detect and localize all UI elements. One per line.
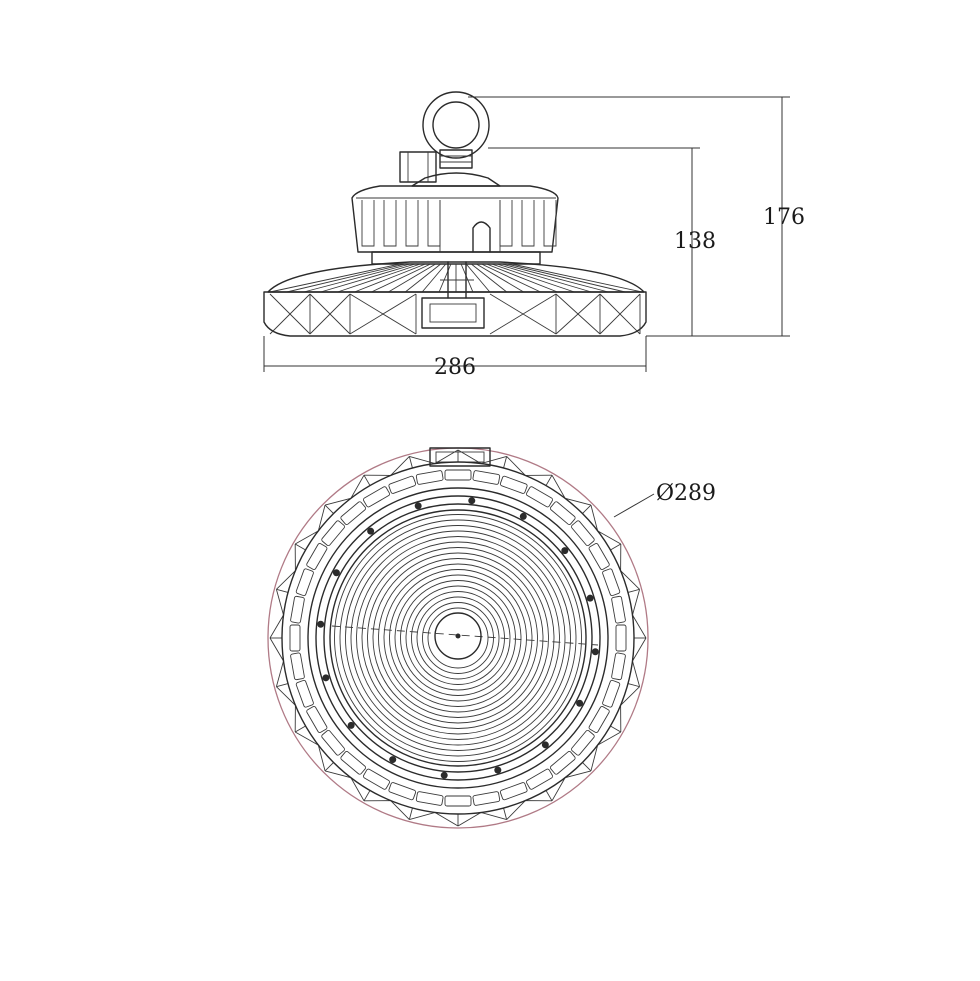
dimension-total-height: 176: [468, 96, 805, 337]
driver-housing: [351, 185, 559, 265]
cable-gland: [399, 151, 437, 183]
total-height-label: 176: [763, 205, 805, 230]
dimension-width: 286: [263, 336, 647, 380]
screws: [317, 497, 599, 779]
lens-rings: [334, 514, 582, 762]
dimension-diameter: Ø289: [613, 481, 716, 518]
bottom-view: Ø289: [267, 447, 716, 829]
dimension-body-height: 138: [488, 147, 716, 336]
width-label: 286: [434, 355, 476, 380]
heatsink-dome: [267, 261, 645, 293]
hanging-ring: [422, 91, 490, 169]
side-view: 176 138 286: [263, 91, 805, 380]
diameter-label: Ø289: [656, 481, 716, 506]
body-height-label: 138: [674, 229, 716, 254]
lamp-rim: [263, 261, 647, 337]
center-hub: [434, 612, 482, 660]
cooling-slots: [289, 469, 627, 807]
